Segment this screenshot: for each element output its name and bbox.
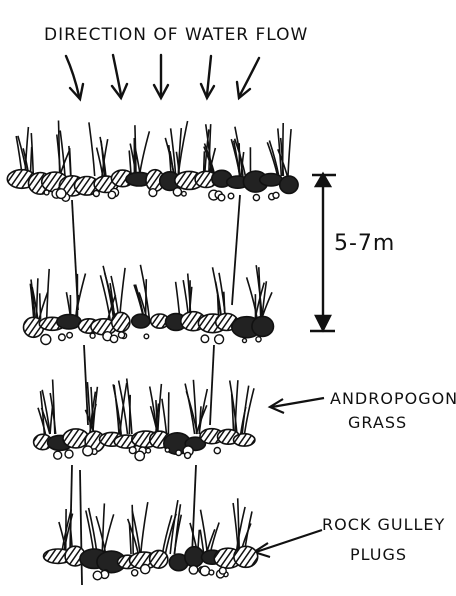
- pebble: [41, 335, 51, 345]
- grass-tuft: [57, 121, 71, 177]
- grass-tuft: [267, 123, 291, 176]
- pebble: [59, 334, 66, 341]
- pebble: [176, 450, 181, 455]
- flow-arrow: [154, 55, 168, 98]
- pebble: [93, 191, 99, 197]
- pebble: [144, 334, 149, 339]
- grass-tuft: [230, 380, 254, 434]
- rock: [150, 550, 168, 568]
- grass-tuft: [165, 121, 187, 176]
- plug-pointer-arrow: [254, 530, 322, 557]
- pebble: [93, 571, 102, 580]
- pebble: [209, 570, 214, 575]
- rock: [234, 546, 258, 567]
- rock: [280, 176, 298, 193]
- pebble: [173, 188, 181, 196]
- rock: [252, 316, 274, 336]
- grass-tuft: [150, 384, 169, 434]
- water-flow-arrows: [66, 55, 259, 99]
- rock-plug: [34, 379, 255, 461]
- grass-tuft: [128, 502, 148, 554]
- rock: [57, 315, 81, 329]
- pebble: [108, 191, 115, 198]
- pebble: [218, 194, 225, 201]
- grass-tuft: [185, 380, 207, 434]
- grass-tuft: [129, 125, 149, 176]
- grass-label-line1: ANDROPOGON: [330, 389, 456, 408]
- flow-arrow: [237, 58, 259, 98]
- rock-plug: [7, 121, 298, 202]
- plug-label-line1: ROCK GULLEY: [322, 515, 445, 534]
- pebble: [256, 337, 261, 342]
- pebble: [149, 189, 157, 197]
- pebble: [141, 565, 150, 574]
- rock: [234, 434, 255, 446]
- pebble: [129, 447, 136, 454]
- water-flow-title: DIRECTION OF WATER FLOW: [44, 25, 308, 45]
- rock-plug: [24, 265, 274, 345]
- grass-tuft: [231, 127, 250, 176]
- pebble: [56, 189, 66, 199]
- pebble: [54, 451, 62, 459]
- pebble: [201, 335, 209, 343]
- pebble: [146, 448, 151, 453]
- grass-tuft: [16, 127, 33, 176]
- pebble: [132, 570, 138, 576]
- grass-label-line2: GRASS: [348, 413, 407, 432]
- rock: [260, 174, 283, 186]
- pebble: [273, 192, 279, 198]
- flow-arrow: [201, 56, 214, 98]
- grass-tuft: [30, 269, 49, 319]
- grass-tuft: [162, 500, 181, 554]
- spacing-dimension: [310, 174, 336, 331]
- pebble: [44, 190, 49, 195]
- pebble: [189, 566, 198, 575]
- pebble: [83, 446, 93, 456]
- pebble: [243, 339, 247, 343]
- flow-arrow: [66, 56, 83, 99]
- pebble: [118, 332, 124, 338]
- pebble: [65, 450, 73, 458]
- pebble: [253, 195, 259, 201]
- rock-plug: [44, 498, 258, 580]
- grass-tuft: [86, 503, 114, 554]
- pebble: [219, 567, 226, 574]
- pebble: [165, 448, 169, 452]
- pebble: [214, 448, 220, 454]
- pebble: [90, 333, 95, 338]
- spacing-label: 5-7m: [334, 231, 395, 256]
- grass-tuft: [247, 265, 272, 319]
- grass-tuft: [38, 380, 56, 435]
- grass-tuft: [134, 265, 149, 319]
- rock: [112, 312, 130, 331]
- plug-label-line2: PLUGS: [350, 545, 407, 564]
- pebble: [185, 452, 191, 458]
- pebble: [182, 191, 187, 196]
- grass-tuft: [100, 266, 125, 319]
- pebble: [228, 193, 234, 199]
- rock: [132, 314, 150, 328]
- grass-tuft: [213, 267, 226, 319]
- grass-pointer-arrow: [270, 398, 324, 413]
- rock-plug-rows: [7, 121, 298, 580]
- pebble: [215, 335, 224, 344]
- grass-tuft: [233, 498, 252, 554]
- grass-tuft: [204, 124, 216, 176]
- connecting-lines: [70, 195, 240, 585]
- pebble: [110, 335, 117, 342]
- grass-tuft: [89, 122, 108, 176]
- pebble: [135, 451, 144, 460]
- pebble: [200, 566, 209, 575]
- grass-tuft: [113, 379, 132, 435]
- pebble: [67, 332, 73, 338]
- flow-arrow: [112, 55, 127, 98]
